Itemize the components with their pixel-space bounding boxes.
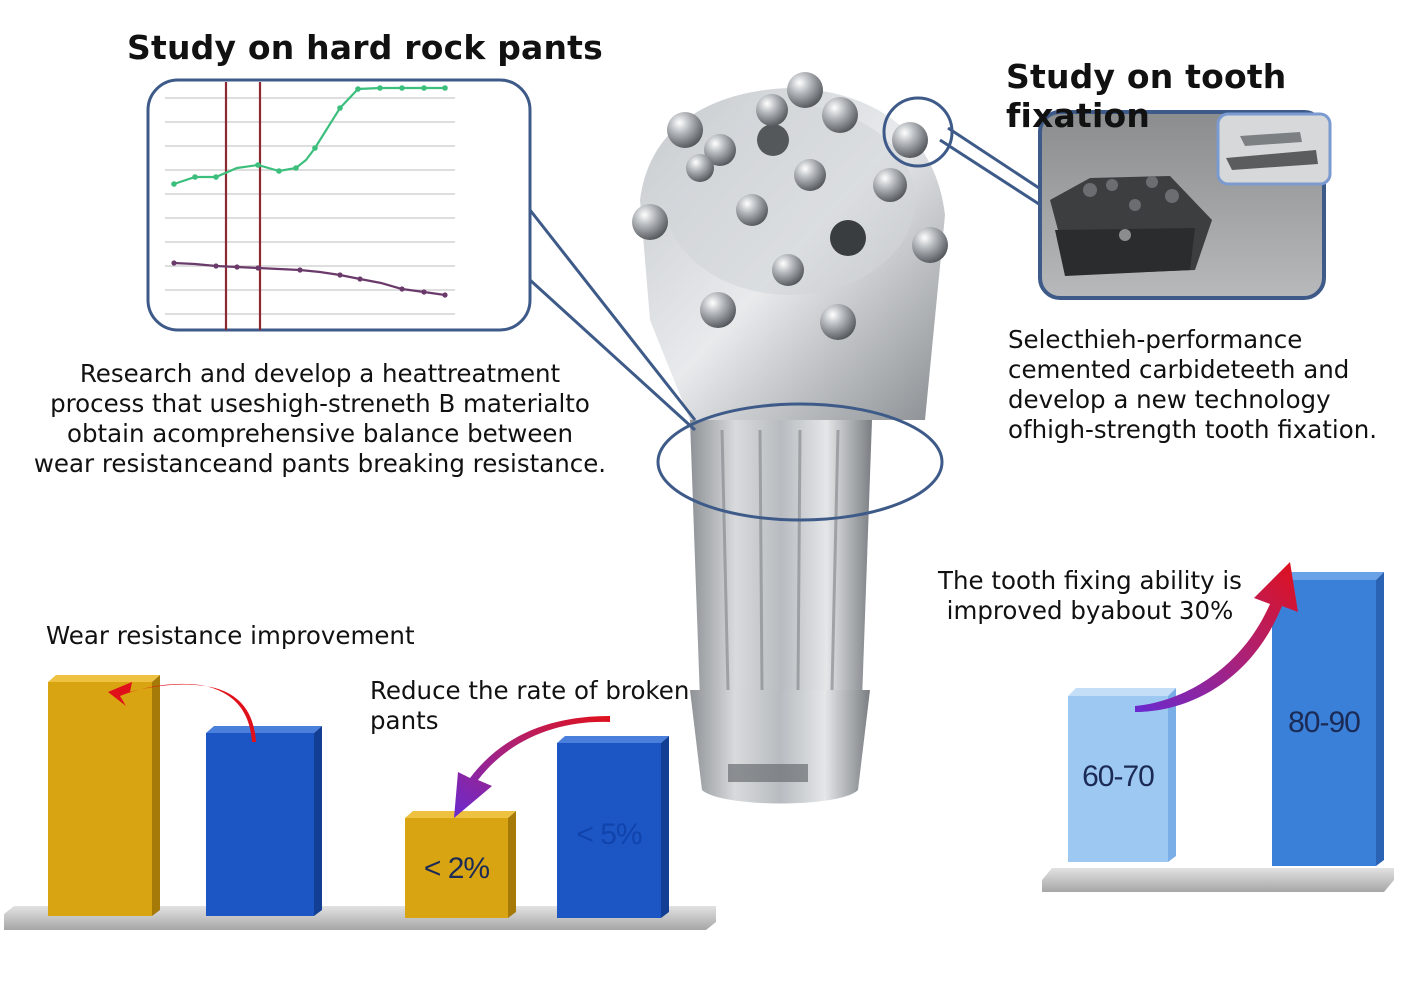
broken-bar-new-label: < 2% — [423, 852, 490, 885]
shank-highlight-ellipse — [656, 402, 944, 522]
fixing-bar-new — [1272, 572, 1384, 866]
fixing-improvement-arrow — [1135, 562, 1298, 712]
broken-bar-old-label: < 5% — [576, 818, 642, 851]
broken-bar-old — [557, 736, 669, 918]
title-hard-rock: Study on hard rock pants — [127, 28, 604, 67]
broken-rate-chart — [405, 716, 669, 918]
purple-curve-points — [171, 260, 448, 298]
tooth-fixation-description: Selecthieh-performance cemented carbidet… — [1008, 325, 1378, 444]
green-curve — [173, 86, 445, 186]
wear-improvement-arrow — [108, 682, 256, 742]
fixing-chart-shelf — [1042, 868, 1394, 892]
hard-rock-description: Research and develop a heattreatment pro… — [33, 359, 607, 478]
purple-curve — [173, 261, 446, 297]
carbide-buttons — [632, 72, 948, 340]
broken-reduction-arrow — [454, 716, 610, 818]
wear-bar-improved — [48, 675, 160, 916]
fixing-bar-new-label: 80-90 — [1288, 706, 1361, 739]
wear-bar-original — [206, 726, 322, 916]
broken-rate-caption: Reduce the rate of broken pants — [370, 676, 690, 735]
wear-resistance-caption: Wear resistance improvement — [46, 621, 415, 650]
drill-bit-illustration — [632, 72, 948, 804]
wear-resistance-chart — [4, 675, 716, 930]
fixing-bar-old-label: 60-70 — [1082, 760, 1155, 793]
fixing-bar-old — [1068, 688, 1176, 862]
tooth-fixing-chart — [1042, 562, 1394, 892]
broken-bar-new — [405, 811, 516, 918]
green-curve-points — [171, 85, 448, 187]
tooth-fixing-caption: The tooth fixing ability is improved bya… — [938, 566, 1242, 625]
tooth-fixation-photo — [1038, 110, 1332, 300]
wear-chart-shelf — [4, 906, 716, 930]
title-tooth-fixation: Study on tooth fixation — [1006, 57, 1287, 135]
hard-rock-line-chart — [146, 78, 532, 332]
